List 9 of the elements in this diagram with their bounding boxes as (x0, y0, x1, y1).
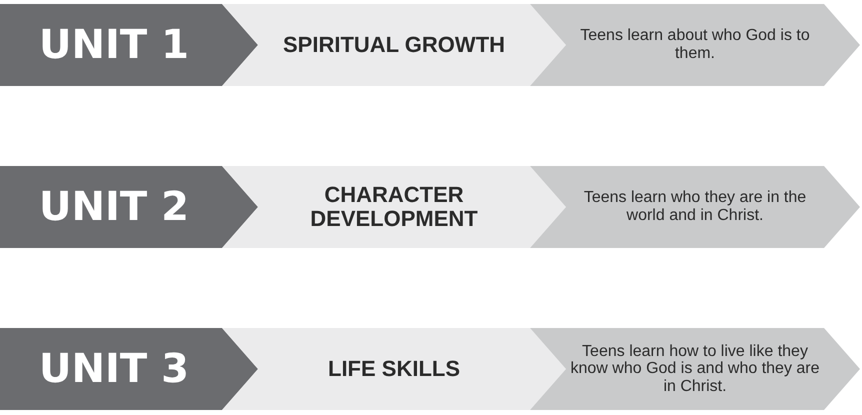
unit-label: UNIT 2 (39, 185, 189, 229)
description-text: Teens learn about who God is to them. (579, 27, 811, 63)
unit-label: UNIT 1 (39, 23, 189, 67)
topic-title: CHARACTER DEVELOPMENT (309, 182, 479, 232)
topic-title: LIFE SKILLS (328, 356, 460, 382)
description-text: Teens learn who they are in the world and in Christ. (582, 189, 808, 225)
description-text: Teens learn how to live like they know who God is and who they are in Christ. (570, 342, 820, 396)
topic-title: SPIRITUAL GROWTH (282, 32, 506, 58)
unit-label: UNIT 3 (39, 347, 189, 391)
